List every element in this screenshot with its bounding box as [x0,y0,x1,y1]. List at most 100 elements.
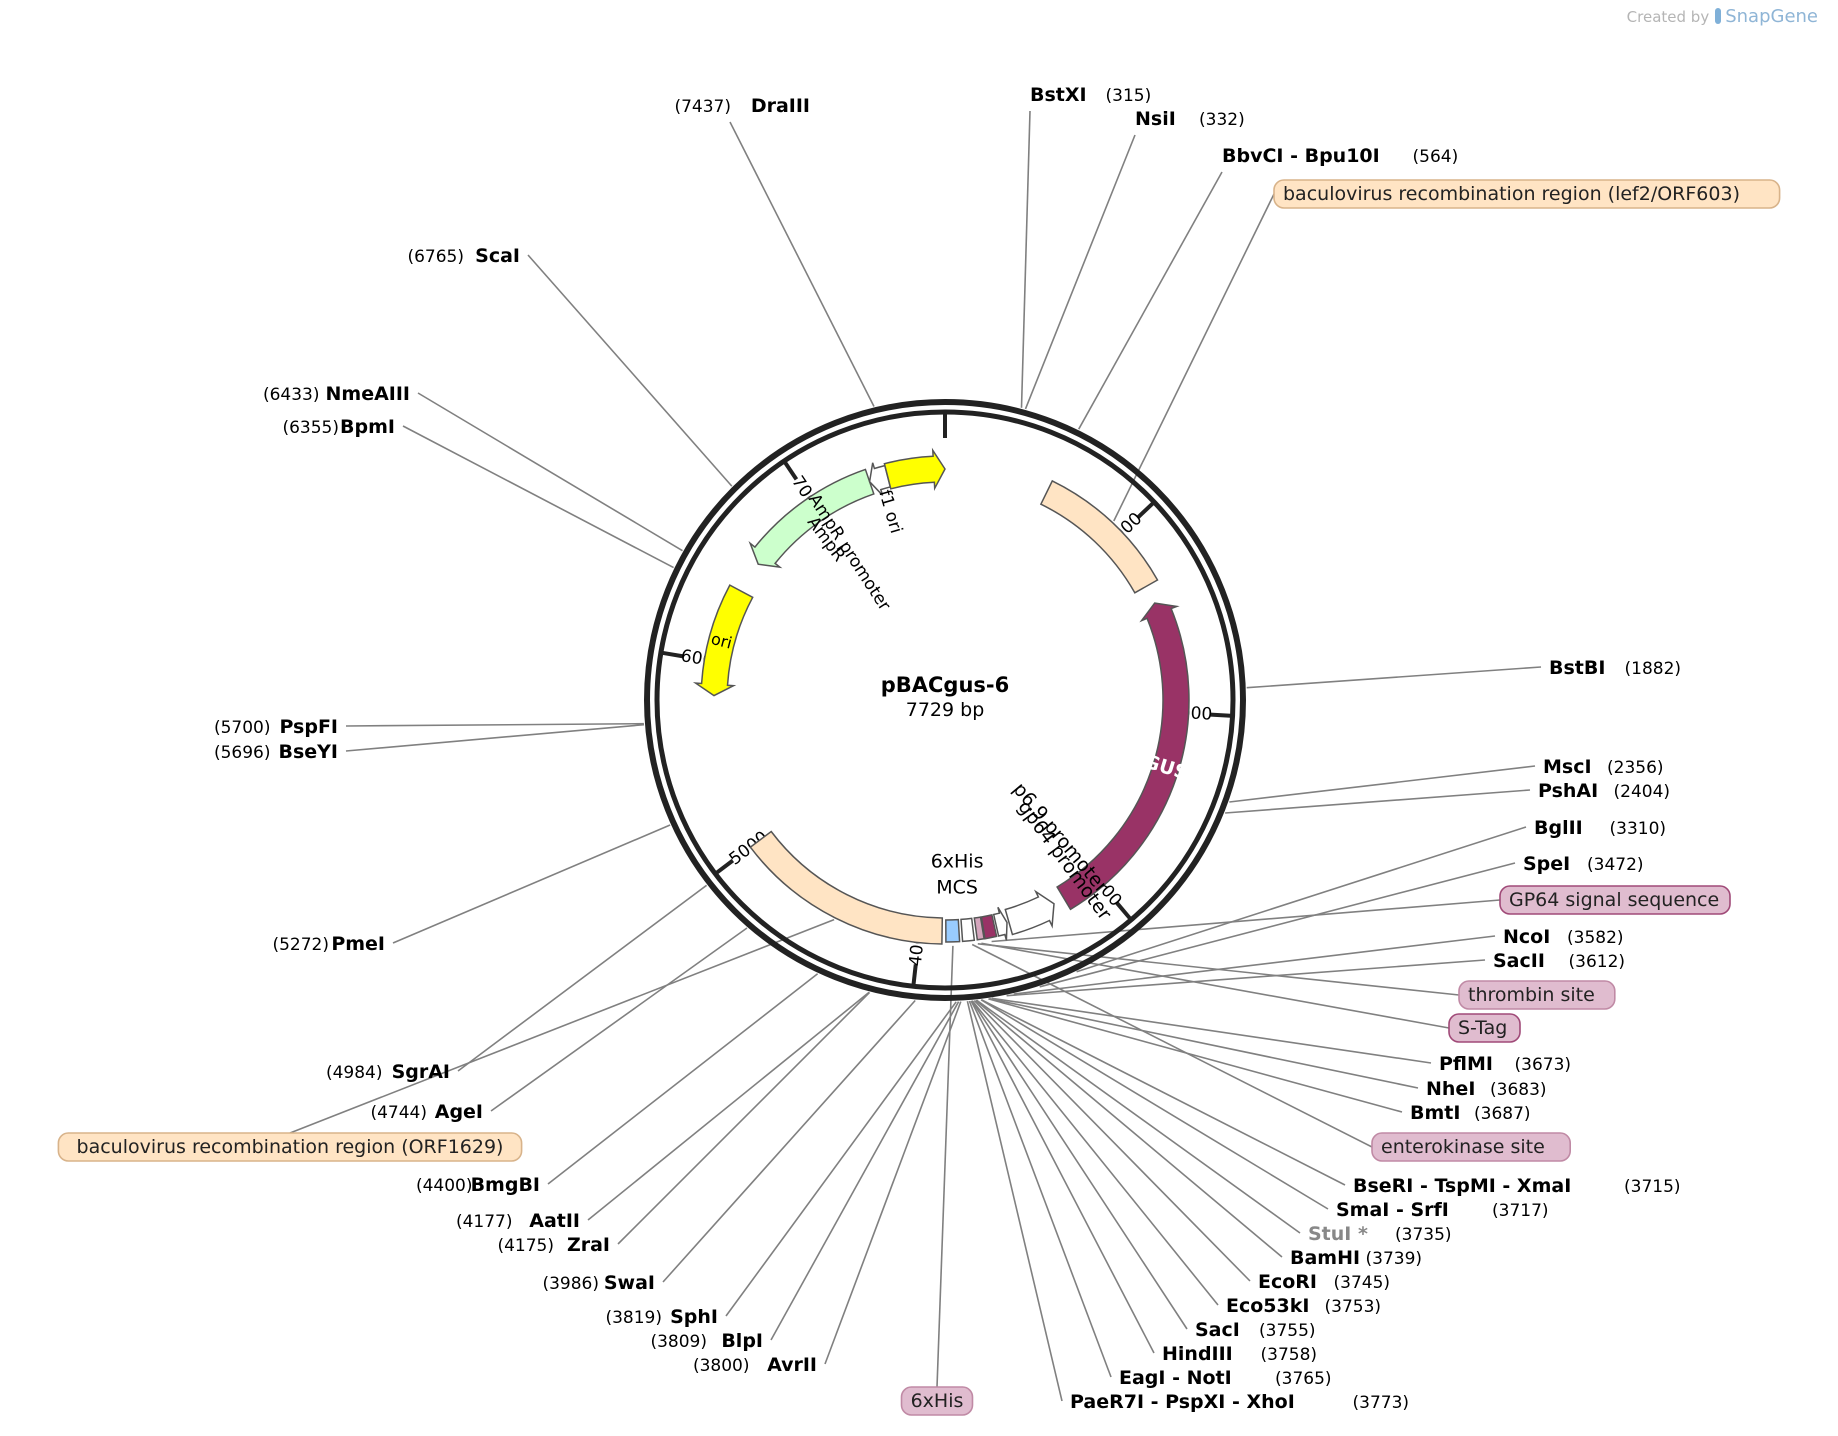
feature-baculovirus-recombination-region-orf1629[interactable] [749,830,944,945]
enzyme-site-bseri-tspmi-xmai[interactable]: BseRI - TspMI - XmaI(3715) [1353,1175,1681,1197]
enzyme-site-ncoi[interactable]: NcoI(3582) [1503,926,1624,948]
enzyme-position: (6355) [282,418,339,438]
enzyme-position: (3739) [1366,1249,1423,1269]
feature-p6-9-promoter[interactable] [1004,889,1055,936]
connector-line [617,991,871,1245]
callout-6xhis[interactable]: 6xHis [900,1386,974,1416]
enzyme-labels: DraIII(7437) BstXI(315)NsiI (332) BbvCI - B… [214,84,1681,1413]
connector-line [988,998,1403,1113]
enzyme-site-sphi[interactable]: SphI(3819) [605,1306,718,1328]
enzyme-site-sgrai[interactable]: SgrAI(4984) [326,1061,450,1083]
enzyme-site-avrii[interactable]: AvrII(3800) [693,1354,817,1376]
enzyme-site-sacii[interactable]: SacII(3612) [1493,950,1625,972]
enzyme-site-bseyi[interactable]: BseYI (5696) [214,741,338,763]
enzyme-site-agei[interactable]: AgeI(4744) [370,1101,483,1123]
enzyme-name: SmaI - SrfI [1336,1199,1449,1221]
callout-gp64-signal-sequence[interactable]: GP64 signal sequence [1499,885,1731,915]
enzyme-site-draiii[interactable]: DraIII(7437) [674,95,810,117]
feature-callouts: baculovirus recombination region (lef2/O… [57,179,1781,1416]
callout-label: baculovirus recombination region (lef2/O… [1283,183,1740,205]
connector-line [1024,134,1136,410]
connector-line [729,121,875,407]
feature-mcs[interactable] [960,917,976,943]
connector-line [1013,935,1496,995]
enzyme-name: EcoRI [1258,1271,1317,1293]
credit-brand: SnapGene [1725,6,1818,27]
connector-line [1020,110,1031,408]
feature-f1-ori[interactable] [883,447,946,492]
enzyme-position: (3717) [1492,1201,1549,1221]
feature-ori[interactable] [692,584,754,697]
enzyme-site-nsii[interactable]: NsiI (332) [1135,108,1245,130]
enzyme-position: (332) [1199,110,1245,130]
enzyme-name: BseYI [278,741,338,763]
feature-gus[interactable] [1056,602,1190,911]
enzyme-site-hindiii[interactable]: HindIII(3758) [1162,1343,1317,1365]
enzyme-site-bglii[interactable]: BglII(3310) [1534,817,1666,839]
enzyme-position: (2356) [1607,758,1664,778]
callout-thrombin-site[interactable]: thrombin site [1458,980,1616,1010]
enzyme-site-eagi-noti[interactable]: EagI - NotI(3765) [1119,1367,1332,1389]
enzyme-site-stui[interactable]: StuI *(3735) [1308,1223,1452,1245]
enzyme-site-bpmi[interactable]: BpmI(6355) [282,416,395,438]
enzyme-site-scai[interactable]: ScaI(6765) [407,245,520,267]
enzyme-site-pshai[interactable]: PshAI(2404) [1538,780,1670,802]
callout-baculovirus-recombination-region-lef2-orf603[interactable]: baculovirus recombination region (lef2/O… [1273,179,1781,209]
enzyme-position: (3687) [1474,1104,1531,1124]
enzyme-site-paer7i-pspxi-xhoi[interactable]: PaeR7I - PspXI - XhoI(3773) [1070,1391,1409,1413]
enzyme-site-bmti[interactable]: BmtI (3687) [1410,1102,1531,1124]
backbone-inner-ring [654,409,1236,991]
connector-line [345,722,644,727]
enzyme-site-zrai[interactable]: ZraI(4175) [497,1234,610,1256]
connector-line [824,1001,962,1365]
feature-label-6xhis: 6xHis [931,851,984,873]
enzyme-name: BmgBI [471,1174,540,1196]
connector-line [971,1000,1219,1306]
enzyme-site-bmgbi[interactable]: BmgBI(4400) [416,1174,540,1196]
enzyme-position: (5700) [214,718,271,738]
enzyme-site-pspfi[interactable]: PspFI(5700) [214,716,338,738]
enzyme-position: (4984) [326,1063,383,1083]
enzyme-name: BmtI [1410,1102,1460,1124]
enzyme-site-msci[interactable]: MscI(2356) [1543,756,1664,778]
enzyme-site-spei[interactable]: SpeI(3472) [1523,853,1644,875]
enzyme-site-bbvci-bpu10i[interactable]: BbvCI - Bpu10I(564) [1222,145,1458,167]
callout-box [900,1386,974,1416]
enzyme-site-pflmi[interactable]: PflMI(3673) [1439,1053,1571,1075]
feature-6xhis[interactable] [945,918,961,943]
enzyme-position: (5696) [214,743,271,763]
enzyme-site-nhei[interactable]: NheI(3683) [1426,1078,1547,1100]
enzyme-site-smai-srfi[interactable]: SmaI - SrfI (3717) [1336,1199,1549,1221]
enzyme-name: NsiI [1135,108,1176,130]
enzyme-site-bstxi[interactable]: BstXI(315) [1030,84,1151,106]
enzyme-name: PshAI [1538,780,1598,802]
callout-s-tag[interactable]: S-Tag [1448,1013,1521,1043]
callout-box [1499,885,1731,915]
enzyme-site-ecori[interactable]: EcoRI(3745) [1258,1271,1390,1293]
feature-baculovirus-recombination-region-lef2-orf603[interactable] [1039,479,1159,594]
enzyme-site-swai[interactable]: SwaI(3986) [542,1272,655,1294]
enzyme-site-saci[interactable]: SacI(3755) [1195,1319,1316,1341]
enzyme-position: (3310) [1610,819,1667,839]
enzyme-site-blpi[interactable]: BlpI(3809) [650,1330,763,1352]
enzyme-site-pmei[interactable]: PmeI(5272) [272,933,385,955]
enzyme-site-bamhi[interactable]: BamHI(3739) [1290,1247,1422,1269]
enzyme-site-eco53ki[interactable]: Eco53kI(3753) [1226,1295,1381,1317]
feature-gp64-promoter[interactable] [992,906,1008,941]
enzyme-site-aatii[interactable]: AatII(4177) [456,1210,580,1232]
enzyme-position: (3986) [542,1274,599,1294]
feature-ampr[interactable] [748,468,875,569]
callout-enterokinase-site[interactable]: enterokinase site [1371,1132,1571,1162]
connector-line [991,997,1432,1064]
feature-s-tag[interactable] [973,916,985,941]
enzyme-position: (3819) [605,1308,662,1328]
enzyme-site-nmeaiii[interactable]: NmeAIII(6433) [263,383,410,405]
feature-ampr-promoter[interactable] [868,462,892,496]
feature-gp64-signal-sequence[interactable] [980,914,998,940]
backbone-outer-ring [644,399,1246,1001]
enzyme-site-bstbi[interactable]: BstBI(1882) [1549,657,1681,679]
callout-label: GP64 signal sequence [1509,889,1719,911]
enzyme-position: (3582) [1567,928,1624,948]
callout-baculovirus-recombination-region-orf1629[interactable]: baculovirus recombination region (ORF162… [57,1132,523,1162]
